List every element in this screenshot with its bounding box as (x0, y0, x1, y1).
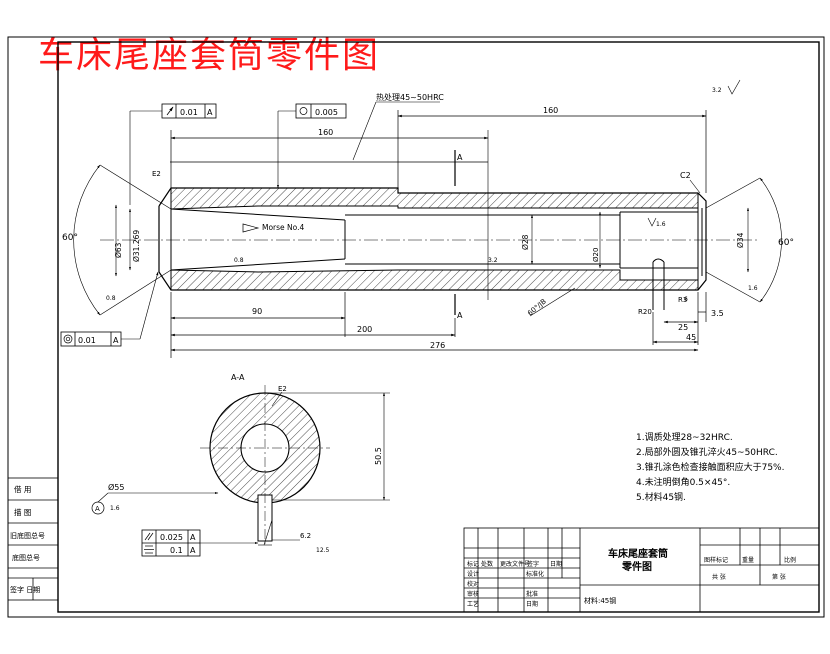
dim-25: 25 (678, 323, 688, 332)
right-angle (705, 177, 782, 303)
roughness-section: 1.6 (110, 505, 120, 512)
roughness-taper: 0.8 (234, 257, 244, 264)
side-borrow: 借 用 (14, 484, 31, 494)
rev-h-sign: 签字 (527, 560, 539, 568)
note-5: 5.材料45钢. (636, 491, 686, 503)
dim-50-5: 50.5 (374, 447, 383, 465)
dim-r3: R3 (678, 296, 687, 304)
svg-text:0.005: 0.005 (315, 108, 338, 117)
svg-text:A: A (190, 533, 196, 542)
morse-taper-label: Morse No.4 (262, 223, 305, 232)
note-1: 1.调质处理28~32HRC. (636, 431, 733, 443)
dim-55: Ø55 (108, 482, 124, 492)
page-title: 车床尾座套筒零件图 (38, 35, 381, 76)
dim-200: 200 (357, 325, 372, 334)
tb-scale: 比例 (784, 556, 796, 564)
gdt-runout-top: 0.01 A (129, 103, 217, 205)
title-block (463, 527, 820, 613)
tb-standard: 标准化 (526, 570, 544, 578)
roughness-general: 3.2 (712, 87, 722, 94)
dia-left-bore: Ø31.269 (132, 230, 141, 262)
tb-material: 材料:45钢 (584, 596, 616, 605)
dim-90: 90 (252, 307, 262, 316)
angle-left: 60° (62, 233, 78, 243)
roughness-left: 0.8 (106, 295, 116, 302)
dim-angle-jb: 60°/JB (526, 297, 548, 317)
side-block (7, 477, 59, 601)
bottom-dimensions (170, 292, 707, 358)
tb-weight: 重量 (742, 556, 754, 564)
svg-text:0.1: 0.1 (170, 546, 183, 555)
side-sign-date: 签字 日期 (10, 585, 40, 594)
inner-frame (57, 41, 820, 613)
svg-text:0.025: 0.025 (160, 533, 183, 542)
side-trace: 描 图 (14, 507, 31, 517)
main-view (100, 130, 760, 315)
tb-design: 设计 (467, 570, 479, 578)
tb-stage: 图样标记 (704, 556, 728, 564)
note-3: 3.锥孔涂色检查接触面积应大于75%. (636, 461, 784, 473)
technical-notes: 1.调质处理28~32HRC. 2.局部外圆及锥孔淬火45~50HRC. 3.锥… (636, 431, 784, 503)
chamfer-c2: C2 (680, 171, 691, 180)
rev-h-count: 处数 (481, 560, 493, 568)
left-angle (73, 164, 172, 316)
tb-review: 审核 (467, 590, 479, 598)
note-4: 4.未注明倒角0.5×45°. (636, 476, 730, 488)
gdt-cylindricity: 0.005 (276, 103, 347, 189)
dim-width-6: 6 (684, 296, 688, 303)
rev-h-date: 日期 (550, 560, 562, 568)
tb-date: 日期 (526, 600, 538, 608)
gdt-parallel-symmetry: 0.025 A 0.1 A (141, 529, 259, 557)
svg-text:0.01: 0.01 (180, 108, 198, 117)
svg-text:A: A (207, 108, 213, 117)
dim-45: 45 (686, 333, 696, 342)
section-mark-bottom: A (457, 311, 463, 320)
dia-right: Ø34 (736, 232, 745, 248)
tb-proof: 校对 (467, 580, 479, 588)
rev-h-docno: 更改文件号 (500, 560, 530, 568)
side-number: 底图总号 (12, 553, 40, 562)
chamfer-e2-left: E2 (152, 170, 161, 178)
outer-frame (7, 36, 825, 618)
datum-a-symbol: A (91, 492, 109, 515)
top-dimensions (170, 110, 707, 193)
section-label: A-A (231, 373, 245, 382)
section-view (200, 385, 390, 546)
part-name-1: 车床尾座套筒 (608, 547, 668, 560)
tb-sheet-total: 共 张 (712, 573, 726, 581)
part-name-2: 零件图 (621, 560, 652, 573)
dim-160-left: 160 (318, 128, 333, 137)
roughness-bore: 3.2 (488, 257, 498, 264)
roughness-keyway: 12.5 (316, 547, 330, 554)
section-e2: E2 (278, 385, 287, 393)
angle-right: 60° (778, 238, 794, 248)
tb-craft: 工艺 (467, 600, 479, 608)
tb-approve: 批准 (526, 590, 538, 598)
dim-6-2: 6.2 (300, 532, 311, 540)
gdt-coaxiality: 0.01 A (60, 271, 159, 347)
note-2: 2.局部外圆及锥孔淬火45~50HRC. (636, 446, 778, 458)
heat-treatment-note: 热处理45~50HRC (376, 92, 444, 102)
dim-160-right: 160 (543, 106, 558, 115)
tb-sheet-no: 第 张 (772, 573, 786, 581)
dim-276: 276 (430, 341, 445, 350)
svg-text:A: A (95, 505, 100, 513)
svg-text:A: A (113, 336, 119, 345)
side-old-number: 旧底图总号 (10, 531, 45, 540)
rev-h-mark: 标记 (467, 560, 479, 568)
svg-text:A: A (190, 546, 196, 555)
svg-text:0.01: 0.01 (78, 336, 96, 345)
section-mark-top: A (457, 153, 463, 162)
dia-right-small: Ø20 (592, 248, 600, 262)
dim-3-5: 3.5 (711, 309, 724, 318)
roughness-right-bore: 1.6 (656, 221, 666, 228)
dim-r20: R20 (638, 308, 652, 316)
dia-middle: Ø28 (521, 234, 530, 250)
roughness-right: 1.6 (748, 285, 758, 292)
dia-left-outer: Ø63 (114, 242, 123, 258)
